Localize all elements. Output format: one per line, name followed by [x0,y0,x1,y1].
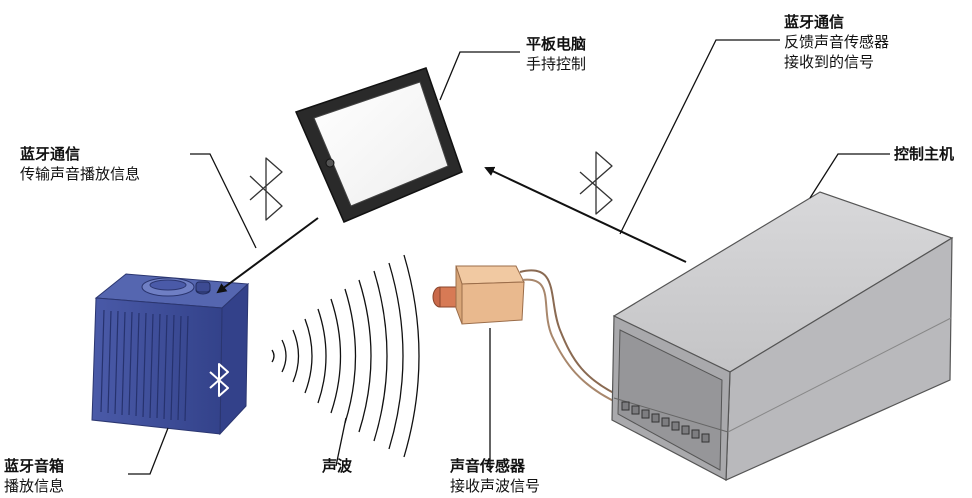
label-bt-return-title: 蓝牙通信 [784,13,845,31]
control-host [611,191,954,481]
label-wave: 声波 [322,456,352,476]
sound-waves [271,254,420,458]
tablet-device [294,67,463,223]
host-leader-line [809,153,890,199]
label-tablet: 平板电脑 手持控制 [526,34,586,74]
label-tablet-sub: 手持控制 [526,55,587,73]
label-controller-title: 控制主机 [894,145,955,163]
tablet-home-button [325,158,335,168]
label-wave-title: 声波 [322,457,353,475]
sound-sensor-device [432,265,625,405]
label-speaker-sub: 播放信息 [4,477,65,495]
speaker-bluetooth-icon [209,363,229,397]
tablet-leader-line [439,51,520,101]
label-speaker-title: 蓝牙音箱 [4,457,65,475]
label-tablet-title: 平板电脑 [526,35,587,53]
speaker-leader-line [128,427,169,475]
arrow-tablet-to-speaker [216,217,319,294]
arrow-host-to-tablet [484,166,687,263]
label-sensor: 声音传感器 接收声波信号 [450,456,540,496]
label-bt-send: 蓝牙通信 传输声音播放信息 [20,144,140,184]
bluetooth-icon-right [579,151,613,215]
label-bt-return-line1: 反馈声音传感器 [784,33,890,51]
label-controller: 控制主机 [894,144,954,164]
label-sensor-sub: 接收声波信号 [450,477,541,495]
label-speaker: 蓝牙音箱 播放信息 [4,456,64,496]
speaker-grille [100,309,189,422]
bluetooth-speaker [91,273,250,436]
label-bt-return: 蓝牙通信 反馈声音传感器 接收到的信号 [784,12,889,72]
label-bt-send-title: 蓝牙通信 [20,145,81,163]
bluetooth-icon-left [249,157,283,221]
label-bt-return-line2: 接收到的信号 [784,53,875,71]
bt-return-leader-line [619,39,780,235]
host-ports [621,401,710,443]
wave-leader-line [335,417,347,467]
label-sensor-title: 声音传感器 [450,457,526,475]
label-bt-send-sub: 传输声音播放信息 [20,165,141,183]
bt-send-leader-line [190,153,257,249]
